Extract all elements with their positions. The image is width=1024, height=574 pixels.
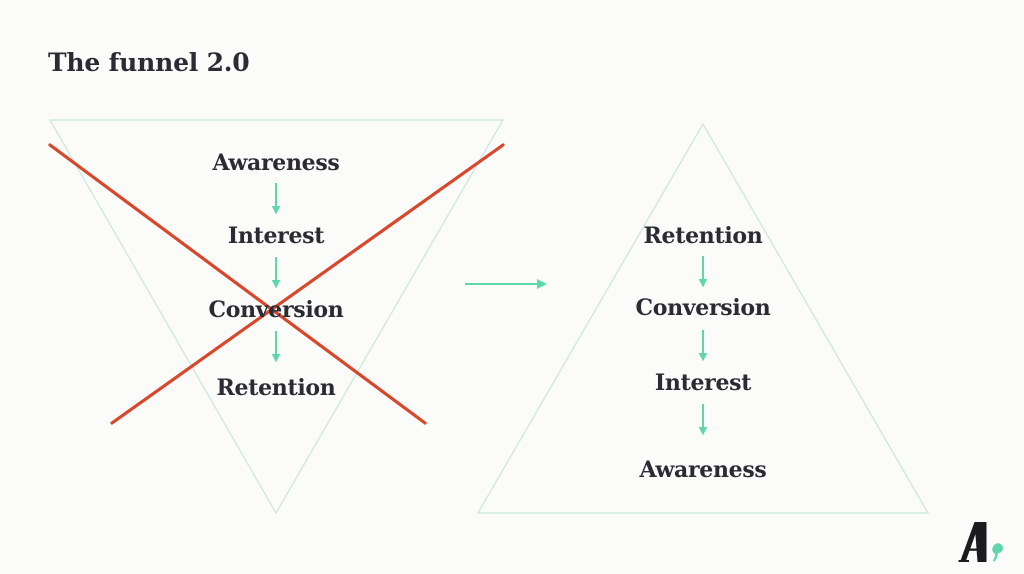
page-title: The funnel 2.0 (48, 48, 250, 77)
new-funnel-stage-interest: Interest (654, 370, 752, 396)
strike-line-up (110, 143, 505, 425)
new-funnel-triangle (476, 122, 930, 514)
new-funnel-stage-awareness: Awareness (639, 457, 767, 483)
new-funnel-stage-retention: Retention (643, 223, 763, 249)
new-funnel-stage-conversion: Conversion (635, 295, 771, 321)
old-funnel-triangle (48, 119, 505, 515)
logo-comma-mark (992, 543, 1003, 562)
strike-line-down (48, 143, 427, 425)
logo-letter-a (958, 522, 987, 562)
brand-logo (958, 522, 1003, 562)
old-funnel-stage-conversion: Conversion (208, 297, 344, 323)
old-funnel-stage-interest: Interest (227, 223, 325, 249)
old-funnel-stage-retention: Retention (216, 375, 336, 401)
old-funnel-stage-awareness: Awareness (212, 150, 340, 176)
